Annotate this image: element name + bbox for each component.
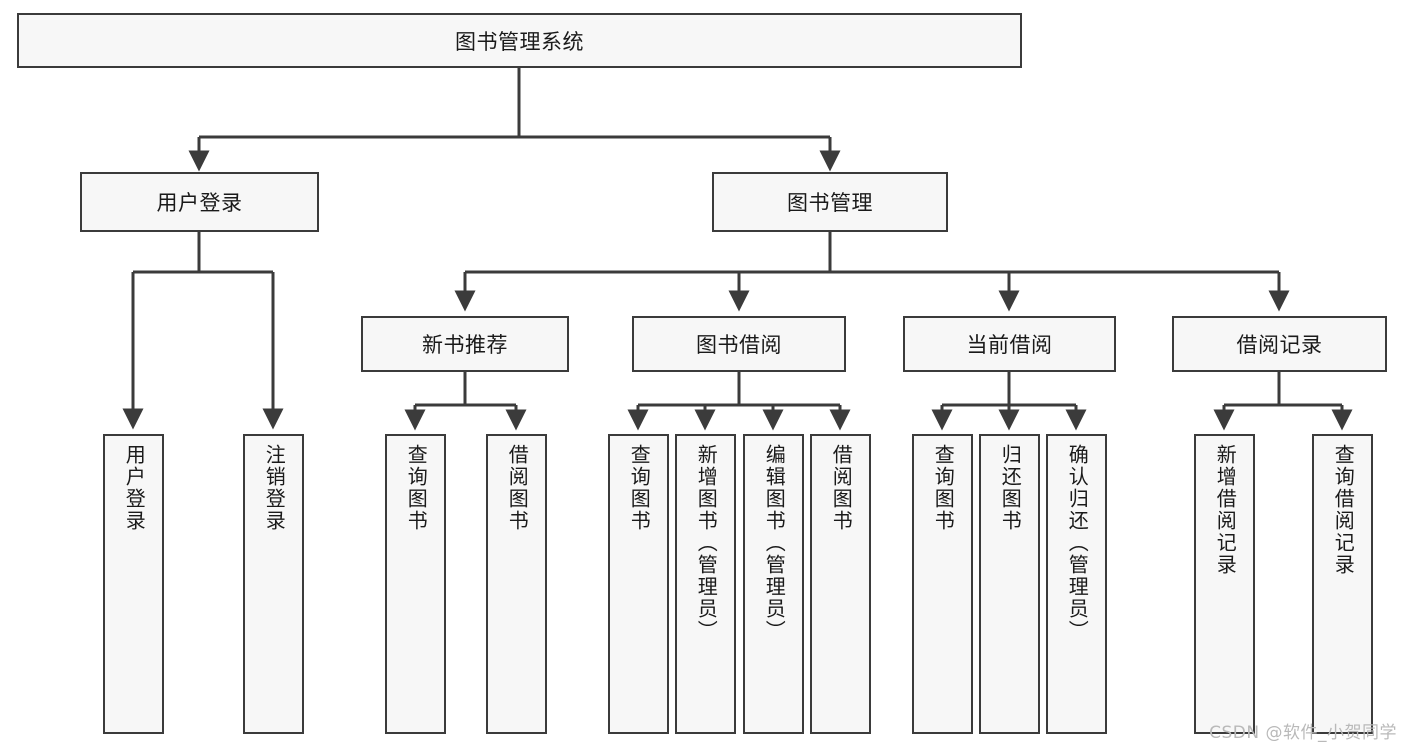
node-leaf-borrow-edit[interactable]: 编辑图书（管理员） [743,434,804,734]
node-current-borrow-label: 当前借阅 [966,333,1053,357]
node-book-borrow-label: 图书借阅 [696,333,782,357]
node-current-borrow[interactable]: 当前借阅 [903,316,1116,372]
node-leaf-borrow-add-label: 新增图书（管理员） [694,444,719,642]
node-book-manage-label: 图书管理 [787,191,873,215]
node-leaf-current-query[interactable]: 查询图书 [912,434,973,734]
node-leaf-current-return[interactable]: 归还图书 [979,434,1040,734]
node-leaf-record-add-label: 新增借阅记录 [1213,444,1238,576]
node-leaf-recommend-query[interactable]: 查询图书 [385,434,446,734]
watermark-text: CSDN @软件_小贺同学 [1209,723,1397,743]
node-leaf-borrow-query[interactable]: 查询图书 [608,434,669,734]
node-leaf-borrow-query-label: 查询图书 [627,444,652,532]
node-leaf-current-confirm-label: 确认归还（管理员） [1065,444,1090,642]
node-root-label: 图书管理系统 [455,29,584,54]
node-leaf-current-query-label: 查询图书 [931,444,956,532]
node-leaf-borrow-edit-label: 编辑图书（管理员） [762,444,787,642]
node-leaf-current-confirm[interactable]: 确认归还（管理员） [1046,434,1107,734]
node-book-manage[interactable]: 图书管理 [712,172,948,232]
node-leaf-borrow-add[interactable]: 新增图书（管理员） [675,434,736,734]
node-leaf-current-return-label: 归还图书 [998,444,1023,532]
node-borrow-record-label: 借阅记录 [1236,333,1323,357]
node-user-login-label: 用户登录 [156,191,243,215]
node-leaf-recommend-borrow-label: 借阅图书 [505,444,530,532]
node-leaf-user-login[interactable]: 用户登录 [103,434,164,734]
node-root[interactable]: 图书管理系统 [17,13,1022,68]
node-leaf-borrow-borrow-label: 借阅图书 [829,444,854,532]
node-book-borrow[interactable]: 图书借阅 [632,316,846,372]
node-new-book-recommend-label: 新书推荐 [422,333,508,357]
node-leaf-record-query[interactable]: 查询借阅记录 [1312,434,1373,734]
node-leaf-recommend-query-label: 查询图书 [404,444,429,532]
node-borrow-record[interactable]: 借阅记录 [1172,316,1387,372]
node-leaf-record-query-label: 查询借阅记录 [1331,444,1356,576]
node-user-login[interactable]: 用户登录 [80,172,319,232]
node-new-book-recommend[interactable]: 新书推荐 [361,316,569,372]
node-leaf-user-logout[interactable]: 注销登录 [243,434,304,734]
node-leaf-record-add[interactable]: 新增借阅记录 [1194,434,1255,734]
node-leaf-borrow-borrow[interactable]: 借阅图书 [810,434,871,734]
node-leaf-user-logout-label: 注销登录 [262,444,287,532]
node-leaf-recommend-borrow[interactable]: 借阅图书 [486,434,547,734]
node-leaf-user-login-label: 用户登录 [122,444,147,532]
